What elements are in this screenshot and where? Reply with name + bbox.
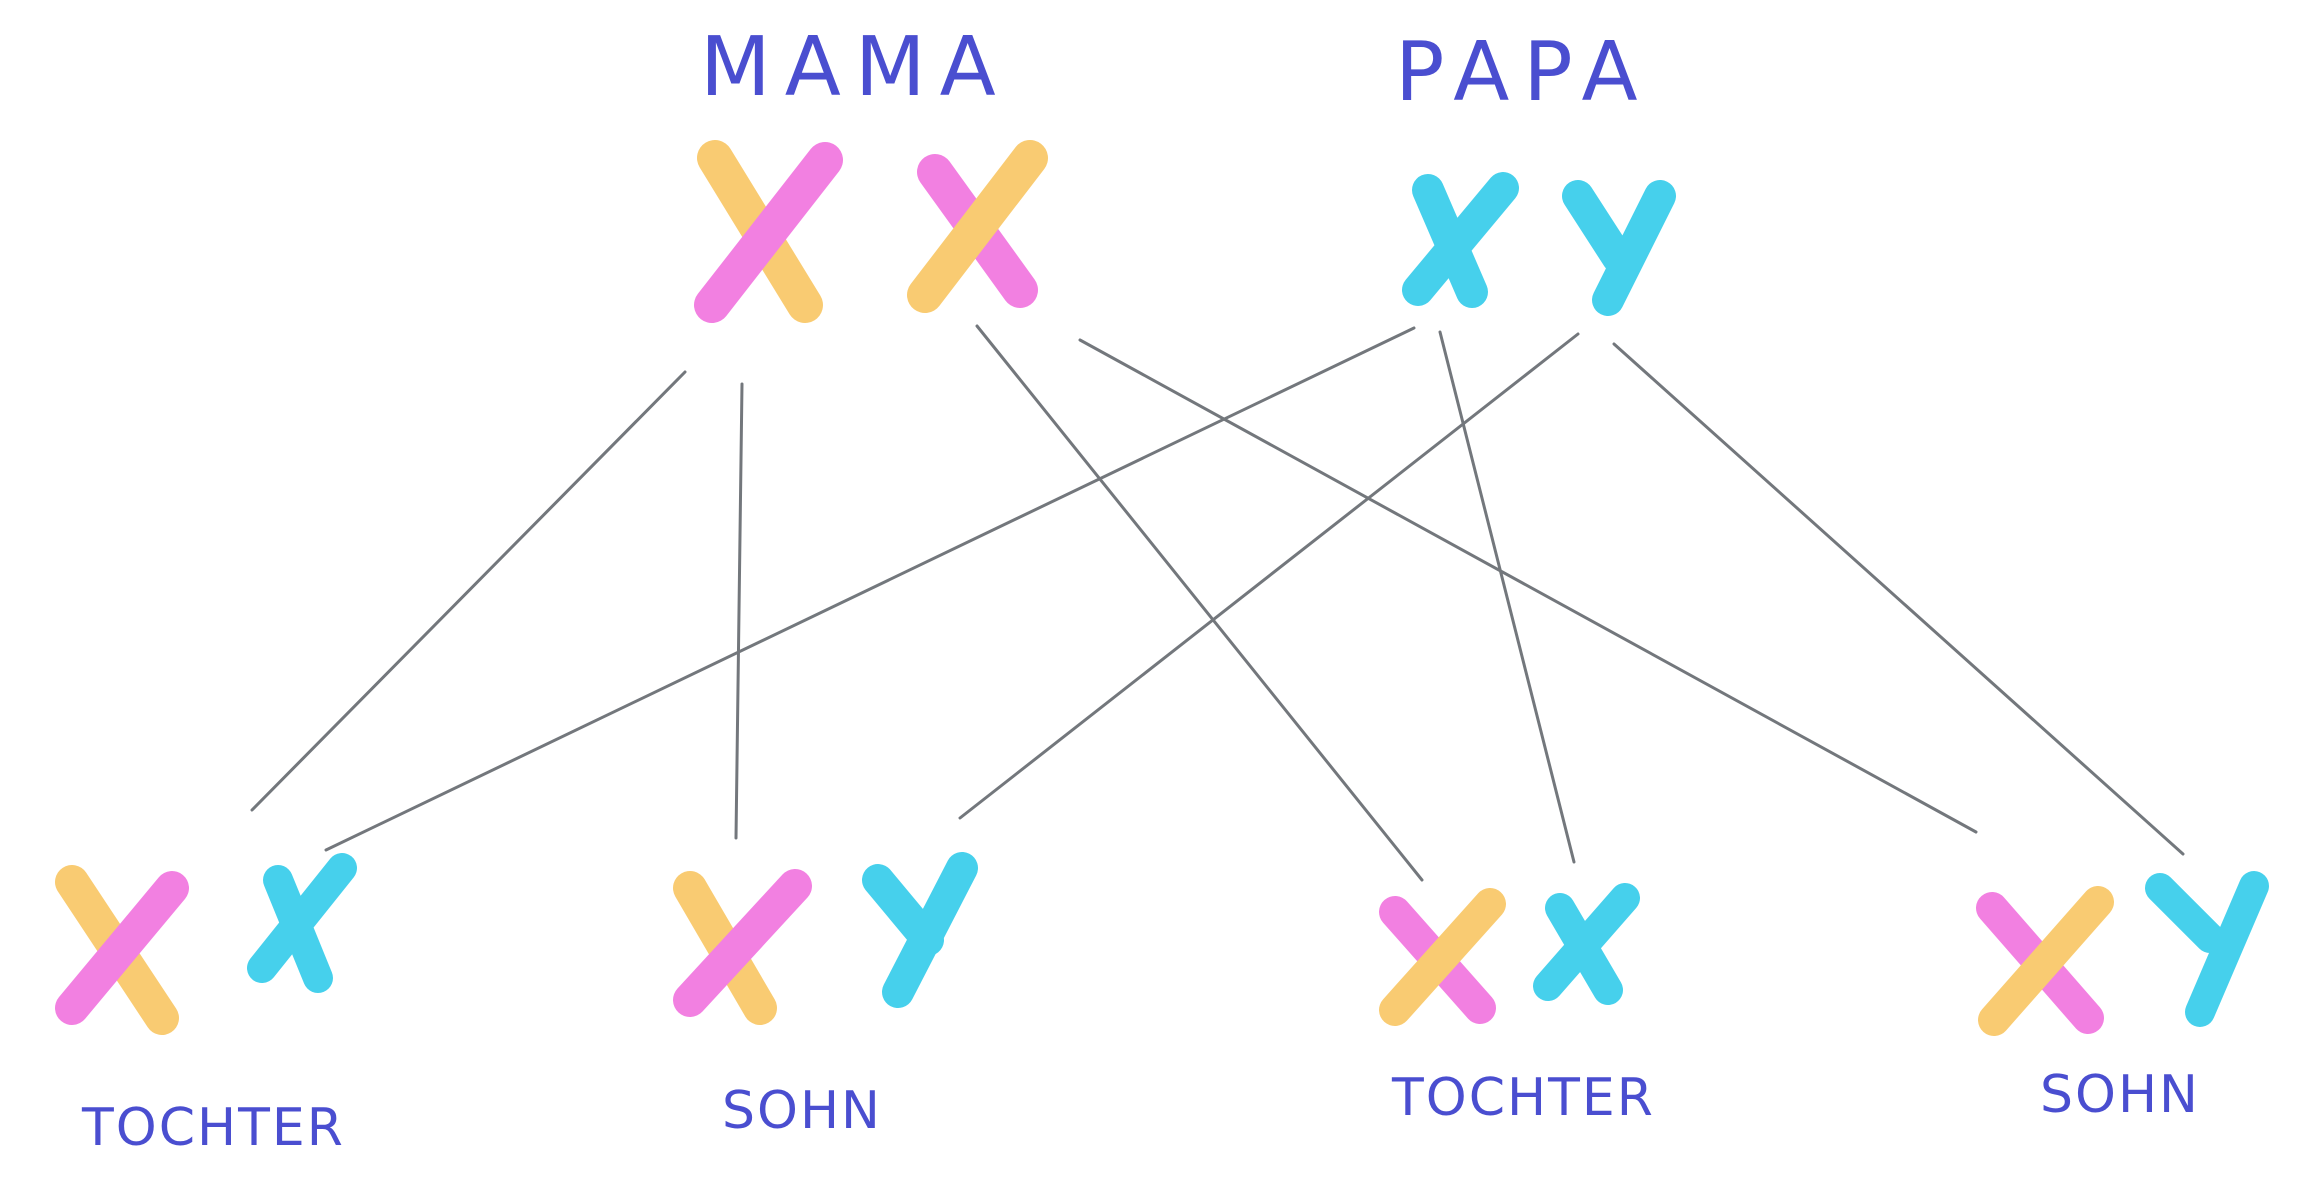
daughter2-chromosome-x-maternal bbox=[1379, 888, 1506, 1026]
parent-label-papa: PAPA bbox=[1395, 25, 1652, 120]
inheritance-lines bbox=[250, 324, 2185, 882]
daughter1-chromosome-x-paternal bbox=[247, 853, 357, 993]
line-papa-y-to-son2 bbox=[1612, 342, 2185, 856]
daughter1-chromosome-x-maternal bbox=[55, 865, 189, 1035]
line-mama-x1-to-son1 bbox=[734, 382, 744, 840]
son2-chromosome-x-maternal bbox=[1976, 886, 2114, 1036]
line-mama-x1-to-daughter1 bbox=[250, 370, 687, 812]
papa-chromosome-y bbox=[1562, 180, 1676, 316]
mama-chromosome-x2 bbox=[907, 140, 1048, 313]
child-label-son2: SOHN bbox=[2040, 1065, 2200, 1125]
son1-chromosome-y-paternal bbox=[862, 852, 978, 1008]
line-mama-x2-to-daughter2 bbox=[975, 324, 1424, 882]
daughter2-chromosome-x-paternal bbox=[1533, 883, 1640, 1005]
child-label-son1: SOHN bbox=[722, 1081, 882, 1141]
line-papa-x-to-daughter2 bbox=[1438, 330, 1576, 864]
line-mama-x2-to-son2 bbox=[1078, 338, 1978, 834]
line-papa-x-to-daughter1 bbox=[324, 326, 1416, 852]
line-papa-y-to-son1 bbox=[958, 332, 1580, 820]
mama-chromosome-x1 bbox=[694, 140, 843, 323]
parent-label-mama: MAMA bbox=[700, 20, 1010, 115]
papa-chromosome-x bbox=[1402, 172, 1519, 308]
son2-chromosome-y-paternal bbox=[2145, 871, 2269, 1027]
child-label-daughter2: TOCHTER bbox=[1391, 1068, 1655, 1128]
son1-chromosome-x-maternal bbox=[673, 869, 812, 1025]
child-label-daughter1: TOCHTER bbox=[81, 1098, 345, 1158]
